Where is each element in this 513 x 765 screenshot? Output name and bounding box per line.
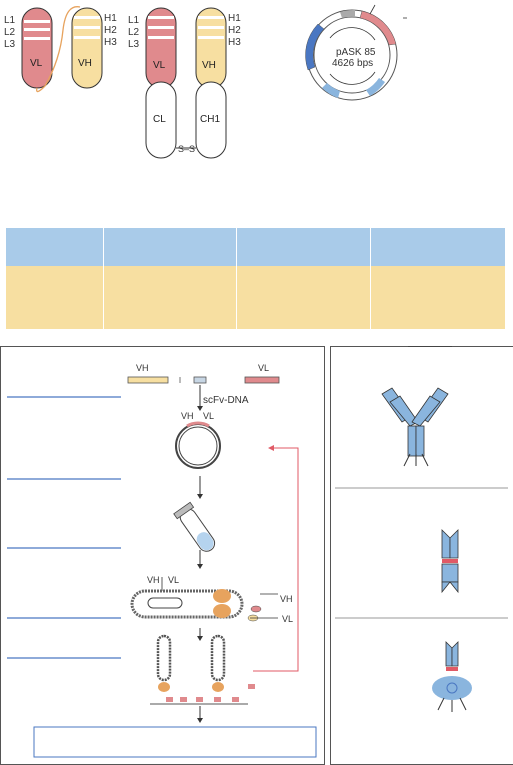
plasmid-name: pASK 85 bbox=[336, 47, 376, 58]
enrichment-feedback-arrow bbox=[253, 447, 299, 672]
output-box bbox=[33, 726, 317, 758]
igg-antibody-icon bbox=[381, 387, 449, 467]
table-body-row bbox=[6, 266, 505, 329]
antibody-domains-figure: L1 L2 L3 H1 H2 H3 VL VH S–S L1 L2 L3 H1 … bbox=[4, 6, 241, 159]
fab-vh-label: VH bbox=[202, 60, 216, 71]
scfv-H3-label: H3 bbox=[104, 37, 117, 48]
fab-vl-domain bbox=[145, 7, 177, 89]
fab-vh-domain bbox=[195, 7, 227, 89]
linker-gene-bar bbox=[193, 376, 207, 384]
svg-text:L1: L1 bbox=[128, 15, 140, 26]
disulfide-label: S–S bbox=[178, 144, 195, 154]
svg-text:VH: VH bbox=[147, 575, 160, 585]
scfv-L3-label: L3 bbox=[4, 39, 16, 50]
fab-ch-label: CH1 bbox=[200, 114, 220, 125]
antibody-formats bbox=[335, 346, 508, 712]
fab-cl-domain bbox=[145, 81, 177, 159]
table-header-row bbox=[6, 228, 505, 266]
scfv-dna-label: scFv-DNA bbox=[203, 395, 249, 406]
phage-display-panel bbox=[0, 346, 325, 765]
vl-gene-label: VL bbox=[258, 363, 269, 373]
vh-gene-bar bbox=[127, 376, 169, 384]
phage-display-workflow: VH VL scFv-DNA VH VL VH VL VH VL bbox=[7, 363, 317, 758]
plasmid-size: 4626 bps bbox=[332, 58, 373, 69]
plasmid-map: pASK 85 4626 bps bbox=[305, 4, 407, 101]
svg-text:VL: VL bbox=[168, 575, 179, 585]
scfv-linker bbox=[36, 6, 81, 93]
svg-text:VL: VL bbox=[203, 411, 214, 421]
scfv-vl-label: VL bbox=[30, 58, 43, 69]
display-vl-label: VL bbox=[282, 614, 293, 624]
scfv-vh-domain bbox=[71, 7, 103, 89]
svg-text:L3: L3 bbox=[128, 39, 140, 50]
scfv-vh-label: VH bbox=[78, 58, 92, 69]
fab-cl-label: CL bbox=[153, 114, 166, 125]
fab-fragment-icon bbox=[441, 529, 459, 594]
vl-gene-bar bbox=[244, 376, 280, 384]
svg-text:H1: H1 bbox=[228, 13, 241, 24]
fusion-protein-icon bbox=[432, 641, 472, 712]
scfv-H2-label: H2 bbox=[104, 25, 117, 36]
svg-text:H2: H2 bbox=[228, 25, 241, 36]
fab-ch-domain bbox=[195, 81, 227, 159]
vh-gene-label: VH bbox=[136, 363, 149, 373]
summary-table bbox=[6, 228, 505, 329]
scfv-H1-label: H1 bbox=[104, 13, 117, 24]
svg-text:VH: VH bbox=[181, 411, 194, 421]
expression-vector bbox=[175, 423, 221, 469]
svg-text:L2: L2 bbox=[128, 27, 140, 38]
display-vh-label: VH bbox=[280, 594, 293, 604]
scfv-L1-label: L1 bbox=[4, 15, 16, 26]
fab-vl-label: VL bbox=[153, 60, 166, 71]
svg-text:H3: H3 bbox=[228, 37, 241, 48]
scfv-L2-label: L2 bbox=[4, 27, 16, 38]
test-tube bbox=[173, 501, 216, 552]
